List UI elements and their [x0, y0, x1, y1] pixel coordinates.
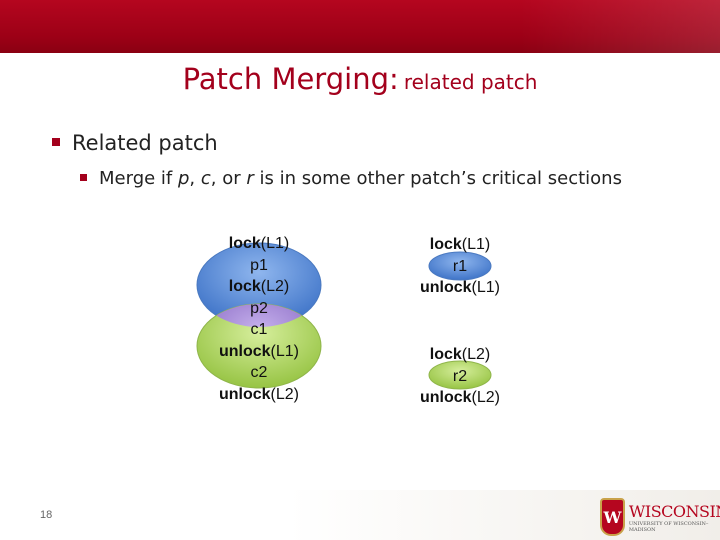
- code-line: r1: [380, 256, 540, 277]
- keyword: lock: [429, 346, 462, 363]
- argument: p1: [250, 256, 268, 274]
- argument: (L2): [270, 385, 299, 403]
- argument: p2: [250, 299, 268, 317]
- slide-title: Patch Merging: related patch: [0, 62, 720, 96]
- keyword: unlock: [218, 342, 271, 360]
- t: ,: [189, 168, 201, 189]
- code-line: unlock(L2): [179, 384, 339, 405]
- code-line: unlock(L1): [380, 277, 540, 298]
- keyword: lock: [228, 235, 261, 252]
- argument: c2: [250, 364, 268, 381]
- r1-ellipse: [428, 251, 492, 281]
- code-line: unlock(L2): [380, 387, 540, 408]
- code-line: unlock(L1): [179, 341, 339, 362]
- title-main: Patch Merging:: [182, 62, 399, 96]
- argument: (L1): [260, 235, 290, 252]
- keyword: unlock: [419, 389, 472, 406]
- t: is in some other patch’s critical sectio…: [253, 168, 622, 189]
- header-band: [0, 0, 720, 53]
- argument: c1: [250, 321, 268, 338]
- bullet-square-icon: [80, 173, 87, 181]
- bullet-level2: Merge if p, c, or r is in some other pat…: [80, 168, 622, 189]
- code-line: lock(L2): [179, 276, 339, 297]
- r2-ellipse: [428, 360, 492, 390]
- page-number: 18: [40, 509, 53, 521]
- keyword: lock: [429, 236, 462, 253]
- code-line: p2: [179, 298, 339, 319]
- t: Merge if: [99, 168, 178, 189]
- code-line: lock(L2): [380, 344, 540, 365]
- t: p: [177, 168, 190, 189]
- code-line: p1: [179, 255, 339, 276]
- bullet-text: Related patch: [72, 131, 218, 155]
- argument: r1: [452, 257, 468, 275]
- title-sub: related patch: [403, 70, 538, 94]
- argument: (L2): [461, 346, 491, 363]
- argument: r2: [452, 367, 468, 385]
- t: , or: [210, 168, 247, 189]
- crest-icon: W: [600, 498, 625, 536]
- bullet-level1: Related patch: [52, 131, 218, 155]
- bullet-square-icon: [52, 138, 60, 146]
- keyword: unlock: [218, 385, 271, 403]
- argument: (L1): [461, 236, 491, 253]
- code-line: r2: [380, 366, 540, 387]
- argument: (L1): [471, 279, 500, 296]
- code-line: lock(L1): [380, 234, 540, 255]
- code-line: c1: [179, 319, 339, 340]
- t: r: [246, 168, 254, 189]
- code-line: lock(L1): [179, 233, 339, 254]
- keyword: lock: [228, 278, 261, 295]
- t: c: [200, 168, 211, 189]
- argument: (L2): [471, 389, 500, 406]
- argument: (L1): [270, 342, 299, 360]
- keyword: unlock: [419, 279, 472, 296]
- code-line: c2: [179, 362, 339, 383]
- argument: (L2): [260, 278, 290, 295]
